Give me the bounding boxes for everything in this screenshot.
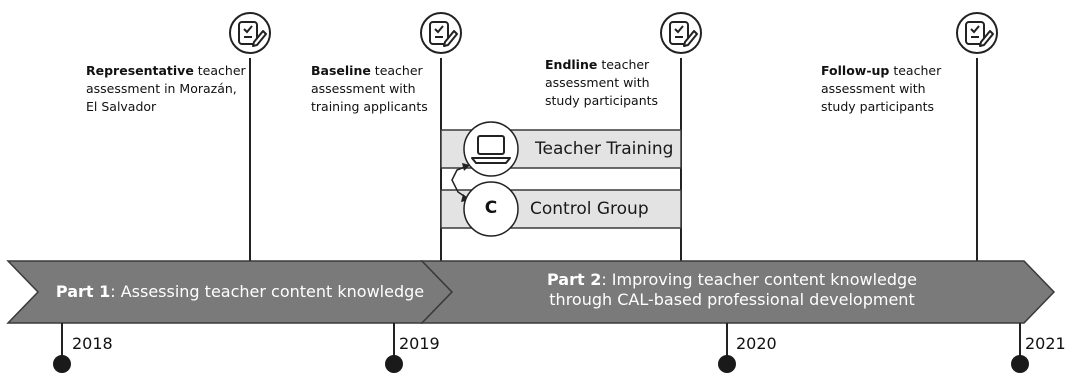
milestone-bold: Follow-up — [821, 63, 890, 78]
milestone-line2: assessment in Morazán, — [86, 81, 237, 96]
milestone-line2: assessment with — [311, 81, 416, 96]
checklist-pen-icon — [660, 12, 702, 54]
control-group-label: Control Group — [530, 199, 649, 219]
milestone-bold: Representative — [86, 63, 194, 78]
year-dot-2018 — [53, 355, 71, 373]
teacher-training-label: Teacher Training — [535, 139, 674, 159]
checklist-pen-icon — [229, 12, 271, 54]
year-2018: 2018 — [72, 334, 113, 353]
year-dot-2019 — [385, 355, 403, 373]
checklist-pen-icon — [420, 12, 462, 54]
part2-arrow — [420, 260, 1056, 324]
milestone-line1: teacher — [193, 63, 246, 78]
year-2021: 2021 — [1025, 334, 1066, 353]
year-dot-2021 — [1011, 355, 1029, 373]
milestone-line2: assessment with — [545, 75, 650, 90]
year-dot-2020 — [718, 355, 736, 373]
milestone-bold: Endline — [545, 57, 598, 72]
part1-bold: Part 1 — [55, 282, 111, 301]
milestone-text-baseline: Baseline teacher assessment with trainin… — [311, 62, 428, 116]
milestone-bold: Baseline — [311, 63, 371, 78]
milestone-line3: training applicants — [311, 99, 428, 114]
milestone-line3: study participants — [821, 99, 935, 114]
milestone-line3: study participants — [545, 93, 659, 108]
milestone-text-followup: Follow-up teacher assessment with study … — [821, 62, 941, 116]
milestone-text-representative: Representative teacher assessment in Mor… — [86, 62, 246, 116]
milestone-text-endline: Endline teacher assessment with study pa… — [545, 56, 658, 110]
milestone-line3: El Salvador — [86, 99, 157, 114]
year-2020: 2020 — [736, 334, 777, 353]
control-icon-circle — [463, 181, 519, 237]
year-2019: 2019 — [399, 334, 440, 353]
milestone-line1: teacher — [370, 63, 423, 78]
checklist-pen-icon — [956, 12, 998, 54]
part2-bold: Part 2 — [546, 270, 602, 289]
milestone-line1: teacher — [597, 57, 650, 72]
laptop-icon — [463, 121, 519, 177]
part1-label: Part 1: Assessing teacher content knowle… — [40, 282, 440, 302]
randomization-arrow — [451, 164, 471, 201]
part2-label: Part 2: Improving teacher content knowle… — [462, 270, 1002, 310]
milestone-line1: teacher — [889, 63, 942, 78]
part2-text: : Improving teacher content knowledge — [601, 270, 918, 289]
milestone-line2: assessment with — [821, 81, 926, 96]
part2-line2: through CAL-based professional developme… — [549, 290, 915, 309]
arrowhead-up — [462, 163, 470, 171]
control-c-icon: C — [484, 198, 498, 218]
part1-text: : Assessing teacher content knowledge — [110, 282, 425, 301]
